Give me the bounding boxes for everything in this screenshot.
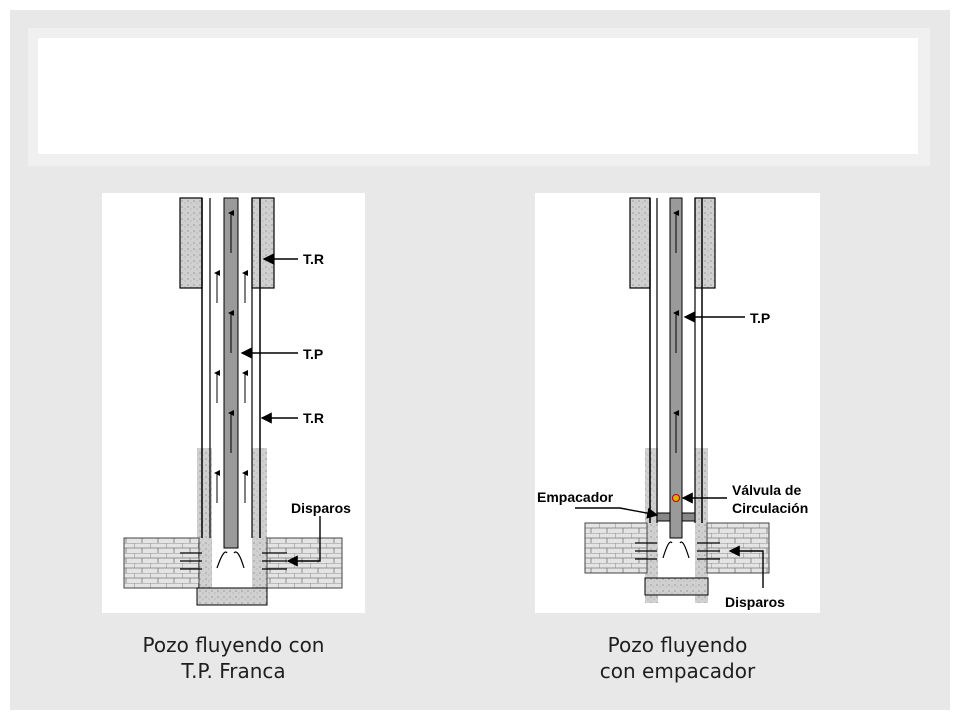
right-well-diagram: T.P Válvula de Circulación Empacador Dis… <box>535 193 820 613</box>
cement-block-left <box>629 197 651 289</box>
right-caption-line1: Pozo fluyendo <box>607 633 748 657</box>
formation-right <box>266 537 343 589</box>
lower-cement-left <box>645 448 658 603</box>
cement-block-left <box>179 197 203 289</box>
title-area <box>38 38 918 154</box>
label-tp: T.P <box>750 310 770 326</box>
bottom-cement <box>196 587 268 606</box>
right-caption: Pozo fluyendo con empacador <box>535 632 820 684</box>
formation-left <box>584 522 648 574</box>
left-caption: Pozo fluyendo con T.P. Franca <box>102 632 365 684</box>
right-caption-line2: con empacador <box>599 659 756 683</box>
left-well-diagram: T.R T.P T.R Disparos <box>102 193 365 613</box>
left-caption-line2: T.P. Franca <box>181 659 286 683</box>
packer-right <box>681 512 696 522</box>
packer-left <box>656 512 671 522</box>
label-valvula-line1: Válvula de <box>732 482 801 498</box>
label-tr-top: T.R <box>303 251 324 267</box>
circulation-valve <box>672 494 680 502</box>
tubing <box>669 197 683 539</box>
label-disparos: Disparos <box>291 500 351 516</box>
lower-cement-left <box>197 448 212 603</box>
label-tr-inner: T.R <box>303 410 324 426</box>
formation-left <box>123 537 200 589</box>
left-caption-line1: Pozo fluyendo con <box>142 633 325 657</box>
label-valvula-line2: Circulación <box>732 500 808 516</box>
cement-block-right <box>251 197 275 289</box>
label-empacador: Empacador <box>537 489 614 505</box>
label-tp: T.P <box>303 346 323 362</box>
label-disparos: Disparos <box>725 594 785 610</box>
bottom-cement <box>644 577 709 596</box>
lower-cement-right <box>695 448 708 603</box>
cement-block-right <box>694 197 716 289</box>
tubing <box>223 197 239 549</box>
formation-right <box>706 522 770 574</box>
title-placeholder <box>28 28 930 166</box>
